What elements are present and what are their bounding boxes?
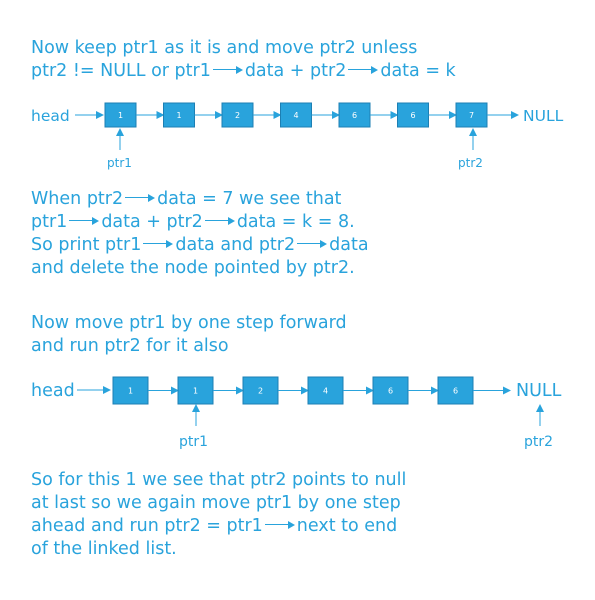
list-node [397,102,429,128]
linked-list-1: head 1 1 2 4 6 6 7 NULL ptr1 ptr2 [31,102,564,170]
text-segment: data + ptr2 [244,61,347,81]
explanation-line-2: ptr1 data + ptr2 data = k = 8. [31,211,369,234]
step-line-1: Now move ptr1 by one step forward [31,313,347,333]
node-value: 4 [323,386,328,395]
list-node [307,376,344,405]
list-node [455,102,488,128]
list-node [221,102,254,128]
conclusion-text: So for this 1 we see that ptr2 points to… [31,469,406,561]
ptr1-label: ptr1 [107,156,132,170]
intro-line-1: Now keep ptr1 as it is and move ptr2 unl… [31,38,418,58]
arrow-icon [204,216,235,226]
head-label: head [31,381,75,401]
text-segment: So print ptr1 [31,235,142,255]
node-value: 2 [235,111,240,120]
arrow-icon [125,193,156,203]
explanation-line-4: and delete the node pointed by ptr2. [31,258,355,278]
text-segment: data and ptr2 [175,235,296,255]
list-node [280,102,312,128]
list-node [338,102,371,128]
conclusion-line-2: at last so we again move ptr1 by one ste… [31,493,401,513]
arrow-icon [348,65,379,75]
list1-nodes: 1 1 2 4 6 6 7 [104,102,519,128]
intro-text: Now keep ptr1 as it is and move ptr2 unl… [31,37,456,83]
arrow-icon [143,239,174,249]
list-node [163,102,195,128]
list-node [177,376,214,405]
list-node [372,376,409,405]
list-node [104,102,137,128]
node-value: 6 [388,386,393,395]
ptr2-label: ptr2 [524,434,553,450]
node-value: 2 [258,386,263,395]
step-line-2: and run ptr2 for it also [31,336,229,356]
explanation-line-3: So print ptr1 data and ptr2 data [31,234,369,257]
head-label: head [31,107,70,125]
text-segment: data [329,235,369,255]
intro-line-2: ptr2 != NULL or ptr1 data + ptr2 data = k [31,60,456,83]
text-segment: data + ptr2 [101,212,203,232]
arrow-icon [297,239,328,249]
ptr2-label: ptr2 [458,156,483,170]
node-value: 6 [352,111,357,120]
explanation-line-1: When ptr2 data = 7 we see that [31,188,369,211]
null-label: NULL [523,107,564,125]
list-node [112,376,149,405]
text-segment: data = 7 we see that [157,189,342,209]
list-node [242,376,279,405]
explanation-text: When ptr2 data = 7 we see that ptr1 data +… [31,188,369,280]
text-segment: data = k [380,61,456,81]
arrow-icon [212,65,243,75]
conclusion-line-4: of the linked list. [31,539,177,559]
node-value: 4 [293,111,298,120]
arrow-icon [69,216,100,226]
node-value: 6 [453,386,458,395]
node-value: 1 [118,111,123,120]
node-value: 1 [176,111,181,120]
node-value: 7 [469,111,474,120]
text-segment: next to end [296,516,398,536]
text-segment: data = k = 8. [236,212,355,232]
conclusion-line-3: ahead and run ptr2 = ptr1 next to end [31,515,406,538]
text-segment: ptr1 [31,212,68,232]
text-segment: ahead and run ptr2 = ptr1 [31,516,263,536]
ptr1-label: ptr1 [179,434,208,450]
null-label: NULL [516,381,562,401]
node-value: 1 [193,386,198,395]
arrow-icon [264,520,295,530]
conclusion-line-1: So for this 1 we see that ptr2 points to… [31,470,407,490]
linked-list-2: head 1 1 2 4 6 6 NULL ptr1 ptr2 [31,376,562,450]
step-text: Now move ptr1 by one step forward and ru… [31,312,347,358]
list2-nodes: 1 1 2 4 6 6 [112,376,511,405]
node-value: 1 [128,386,133,395]
node-value: 6 [410,111,415,120]
text-segment: ptr2 != NULL or ptr1 [31,61,211,81]
text-segment: When ptr2 [31,189,124,209]
